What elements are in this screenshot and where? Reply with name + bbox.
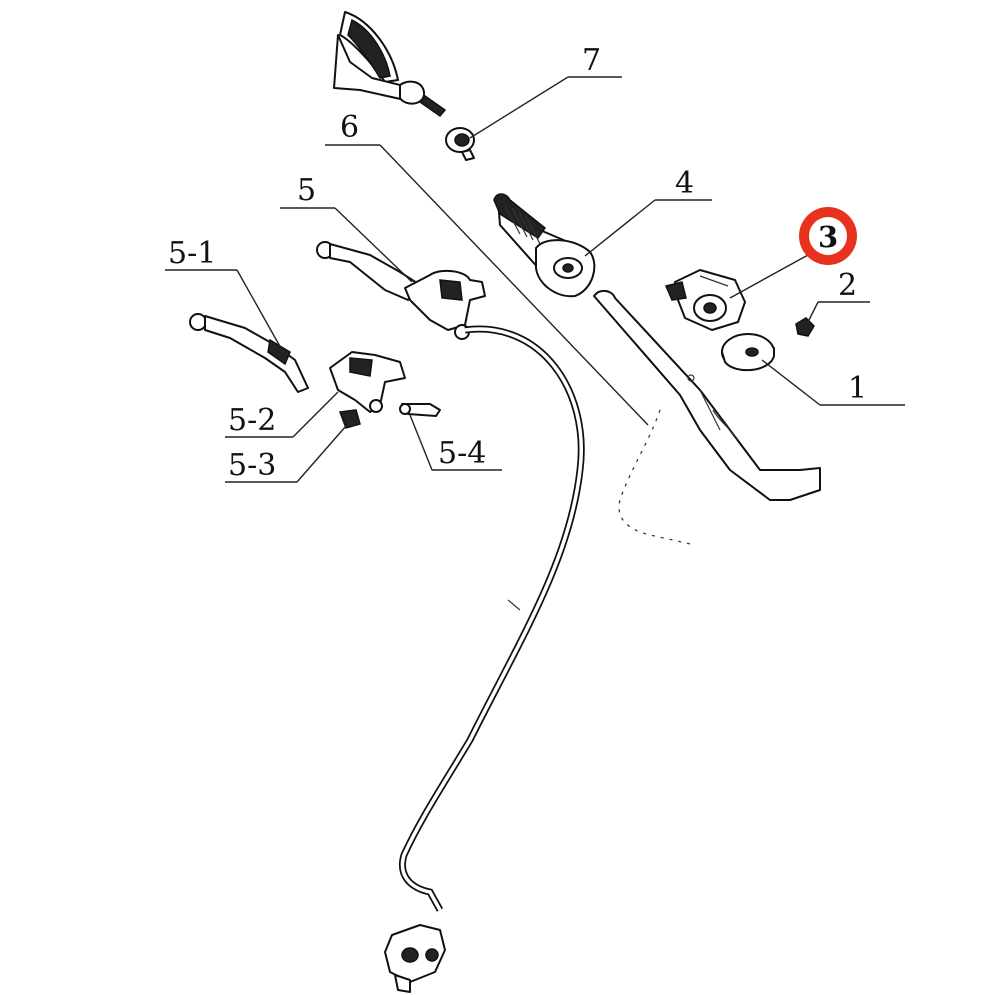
highlight-circle-inner	[809, 217, 847, 255]
callout-label-5-4: 5-4	[438, 436, 486, 471]
part-5-1-lever[interactable]	[189, 313, 309, 393]
brake-hose[interactable]	[399, 325, 585, 912]
part-4-throttle-grip[interactable]	[493, 193, 596, 298]
callout-label-4: 4	[675, 166, 694, 201]
leader-lines	[165, 76, 905, 483]
callout-label-1: 1	[848, 371, 867, 406]
callout-label-3: 3	[818, 220, 838, 254]
part-5-brake-lever[interactable]	[316, 241, 486, 340]
brake-caliper[interactable]	[384, 924, 446, 993]
part-5-3-switch[interactable]	[338, 409, 361, 429]
part-3-switch-housing[interactable]	[664, 269, 746, 331]
callout-label-5-2: 5-2	[228, 403, 276, 438]
handlebar-tube[interactable]	[593, 290, 821, 501]
callout-label-5-1: 5-1	[168, 236, 216, 271]
part-1-bar-end-ring[interactable]	[721, 333, 775, 372]
part-2-screw[interactable]	[795, 317, 815, 337]
part-5-4-pin[interactable]	[399, 403, 441, 417]
part-6-beaded-cable[interactable]	[618, 409, 696, 546]
callout-label-2: 2	[838, 268, 857, 303]
part-7-grommet[interactable]	[445, 127, 475, 161]
callout-label-7: 7	[582, 43, 601, 78]
callout-label-6: 6	[340, 110, 359, 145]
mirror-part[interactable]	[333, 11, 447, 118]
part-5-2-master-cylinder[interactable]	[329, 351, 406, 413]
callout-label-5-3: 5-3	[228, 448, 276, 483]
callout-label-5: 5	[297, 173, 316, 208]
callout-labels: 7 6 5 4 3 2 1 5-1 5-2 5-3 5-4	[168, 43, 867, 483]
